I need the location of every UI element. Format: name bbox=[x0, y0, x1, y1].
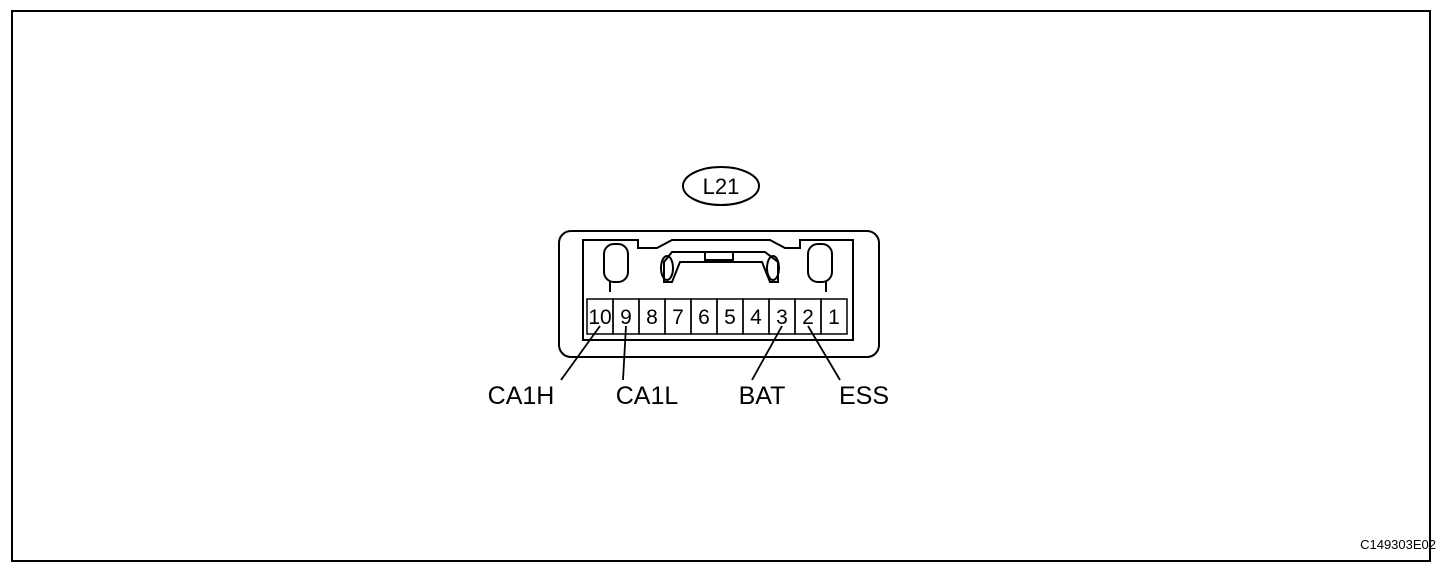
pin-number: 5 bbox=[724, 306, 736, 329]
leader-line bbox=[751, 325, 783, 381]
pin-number: 7 bbox=[672, 306, 684, 329]
leader-line bbox=[807, 325, 841, 381]
pin-number: 6 bbox=[698, 306, 710, 329]
leader-line bbox=[560, 325, 601, 381]
pin-box bbox=[820, 298, 848, 335]
terminal-label: ESS bbox=[839, 382, 889, 410]
terminal-labels: CA1H CA1L BAT ESS bbox=[488, 325, 889, 410]
terminal-label: CA1H bbox=[488, 382, 555, 410]
pin-cell-5: 5 bbox=[716, 298, 744, 335]
pin-cell-7: 7 bbox=[664, 298, 692, 335]
pin-cell-6: 6 bbox=[690, 298, 718, 335]
connector-id-text: L21 bbox=[703, 174, 740, 199]
right-lock-slot bbox=[766, 255, 780, 281]
housing-inner bbox=[582, 239, 854, 341]
pin-number: 2 bbox=[802, 306, 814, 329]
left-latch bbox=[603, 243, 629, 283]
terminal-bat: BAT bbox=[739, 325, 786, 410]
connector-id-ellipse bbox=[682, 166, 760, 206]
pin-cell-4: 4 bbox=[742, 298, 770, 335]
pin-number: 10 bbox=[588, 306, 611, 329]
terminal-ca1h: CA1H bbox=[488, 325, 601, 410]
terminal-label: CA1L bbox=[616, 382, 679, 410]
pin-number: 3 bbox=[776, 306, 788, 329]
pin-number: 1 bbox=[828, 306, 840, 329]
figure-code: C149303E02 bbox=[1360, 537, 1436, 552]
pin-cell-1: 1 bbox=[820, 298, 848, 335]
lock-tab bbox=[704, 251, 734, 261]
pin-number: 9 bbox=[620, 306, 632, 329]
pin-cell-10: 10 bbox=[586, 298, 614, 335]
terminal-ess: ESS bbox=[807, 325, 889, 410]
housing-outer bbox=[558, 230, 880, 358]
terminal-ca1l: CA1L bbox=[616, 325, 679, 410]
pin-cell-3: 3 bbox=[768, 298, 796, 335]
pin-number: 8 bbox=[646, 306, 658, 329]
left-lock-slot bbox=[660, 255, 674, 281]
figure-border bbox=[11, 10, 1431, 562]
pin-cell-2: 2 bbox=[794, 298, 822, 335]
connector-housing bbox=[558, 230, 880, 358]
right-latch bbox=[807, 243, 833, 283]
leader-line bbox=[622, 325, 627, 381]
connector-id-badge: L21 bbox=[682, 166, 760, 206]
terminal-label: BAT bbox=[739, 382, 786, 410]
pin-cell-8: 8 bbox=[638, 298, 666, 335]
pin-number: 4 bbox=[750, 306, 762, 329]
center-lock bbox=[663, 251, 779, 283]
